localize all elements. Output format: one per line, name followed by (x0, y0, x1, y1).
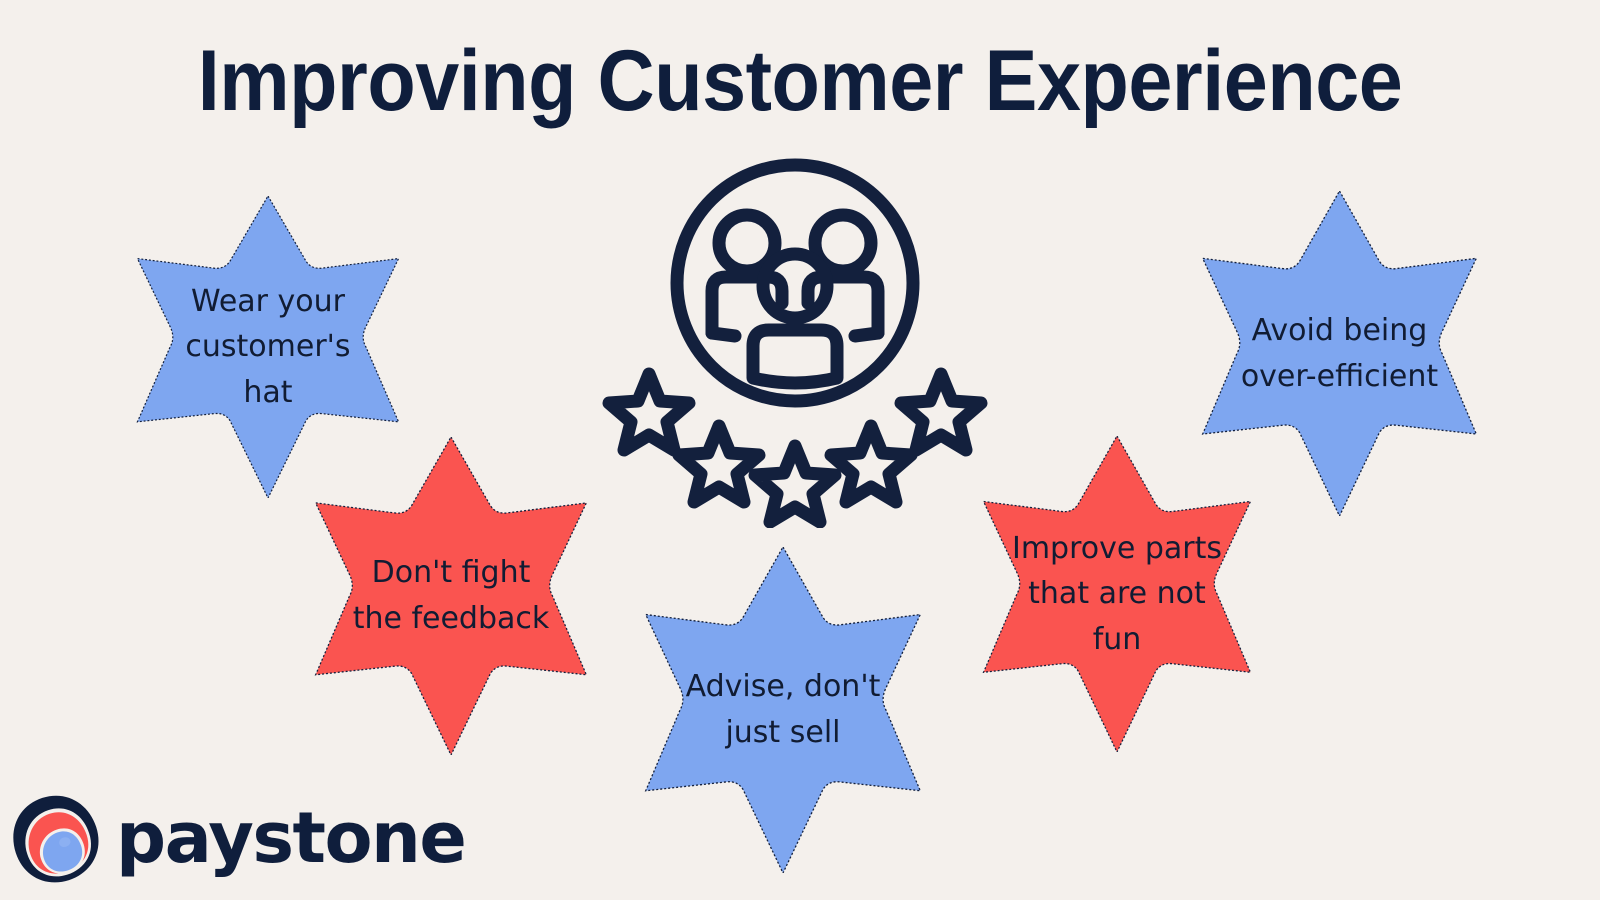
paystone-teardrop-mark (8, 790, 104, 886)
page-title: Improving Customer Experience (197, 33, 1403, 129)
badge-avoid-over-efficient[interactable]: Avoid being over-efficient (1197, 191, 1482, 516)
paystone-wordmark: paystone (116, 797, 467, 879)
badge-advise-dont-just-sell[interactable]: Advise, don't just sell (640, 547, 926, 873)
paystone-logo[interactable]: paystone (8, 786, 467, 890)
badge-dont-fight-feedback[interactable]: Don't fight the feedback (310, 437, 592, 755)
customer-group-rating-icon (595, 158, 995, 528)
